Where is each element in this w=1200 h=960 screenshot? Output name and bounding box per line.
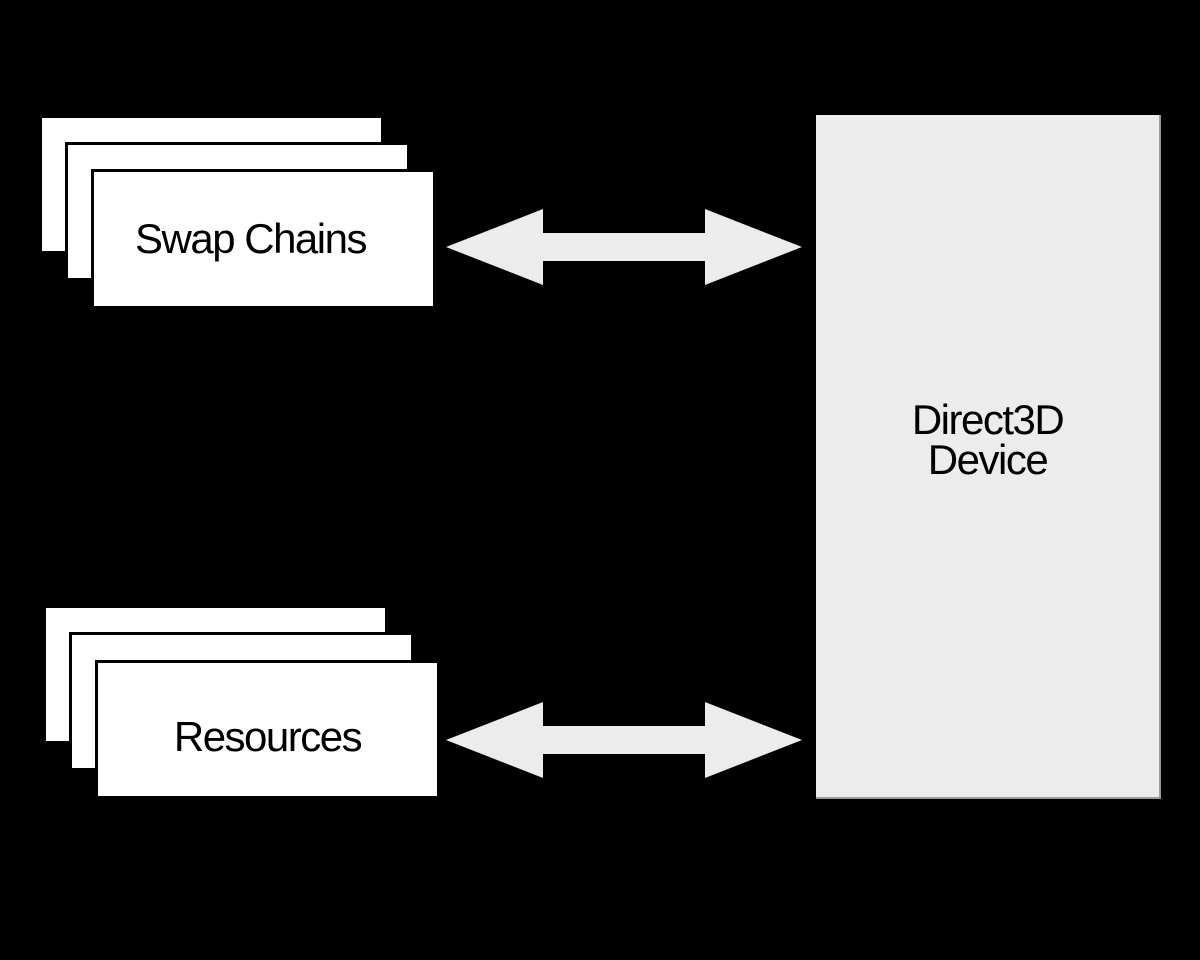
swap-chains-label: Swap Chains — [135, 215, 367, 262]
swap-chains-device-double-arrow-icon — [446, 209, 802, 285]
device-label-line1: Direct3D — [911, 396, 1065, 443]
device-label-line2: Device — [927, 436, 1049, 483]
resources-node: Resources — [95, 660, 440, 799]
resources-device-double-arrow-icon — [446, 702, 802, 778]
direct3d-device-node: Direct3D Device — [816, 115, 1161, 799]
direct3d-device-label: Direct3D Device — [816, 396, 1159, 483]
swap-chains-node: Swap Chains — [91, 169, 436, 309]
resources-label: Resources — [173, 712, 363, 760]
